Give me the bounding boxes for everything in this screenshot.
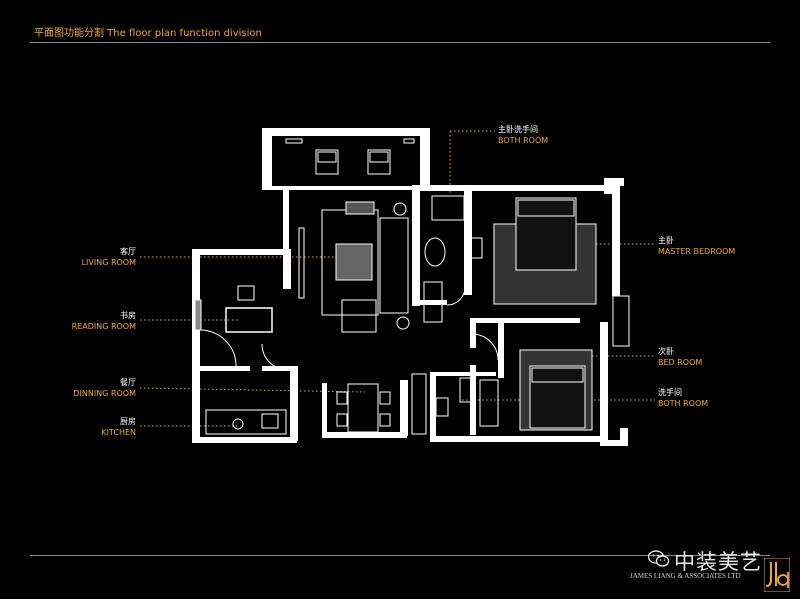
label-bed-room: 次卧 BED ROOM xyxy=(658,346,702,368)
bottom-divider xyxy=(30,555,770,556)
company-logo: 中装美艺 JAMES LIANG & ASSOCIATES LTD xyxy=(630,538,796,596)
label-master-bedroom-zh: 主卧 xyxy=(658,236,674,245)
label-bath-room-en: BOTH ROOM xyxy=(658,399,709,408)
label-bath-room-zh: 洗手间 xyxy=(658,388,682,397)
label-living-room-zh: 客厅 xyxy=(120,247,136,256)
walls xyxy=(192,128,628,446)
wechat-icon xyxy=(648,550,670,567)
top-divider xyxy=(30,42,770,43)
label-master-bedroom-en: MASTER BEDROOM xyxy=(658,247,736,256)
label-living-room: 客厅 LIVING ROOM xyxy=(62,246,136,268)
page-title: 平面图功能分割 The floor plan function division xyxy=(34,28,262,39)
label-master-bath: 主卧洗手间 BOTH ROOM xyxy=(498,124,548,146)
brand-mark-icon xyxy=(764,558,790,592)
label-bed-room-en: BED ROOM xyxy=(658,358,703,367)
label-dinning-room-en: DINNING ROOM xyxy=(73,389,136,398)
label-kitchen-zh: 厨房 xyxy=(120,417,136,426)
label-dinning-room: 餐厅 DINNING ROOM xyxy=(56,377,136,399)
company-name: JAMES LIANG & ASSOCIATES LTD xyxy=(630,572,741,580)
label-master-bath-en: BOTH ROOM xyxy=(498,136,549,145)
label-master-bath-zh: 主卧洗手间 xyxy=(498,125,538,134)
label-kitchen: 厨房 KITCHEN xyxy=(56,416,136,438)
brand-name: 中装美艺 xyxy=(674,550,762,574)
furniture xyxy=(194,138,630,435)
label-reading-room-zh: 书房 xyxy=(120,311,136,320)
label-bed-room-zh: 次卧 xyxy=(658,347,674,356)
label-kitchen-en: KITCHEN xyxy=(101,428,136,437)
label-bath-room: 洗手间 BOTH ROOM xyxy=(658,387,708,409)
label-reading-room: 书房 READING ROOM xyxy=(56,310,136,332)
label-reading-room-en: READING ROOM xyxy=(71,322,136,331)
label-master-bedroom: 主卧 MASTER BEDROOM xyxy=(658,235,735,257)
label-living-room-en: LIVING ROOM xyxy=(81,258,136,267)
label-dinning-room-zh: 餐厅 xyxy=(120,378,136,387)
